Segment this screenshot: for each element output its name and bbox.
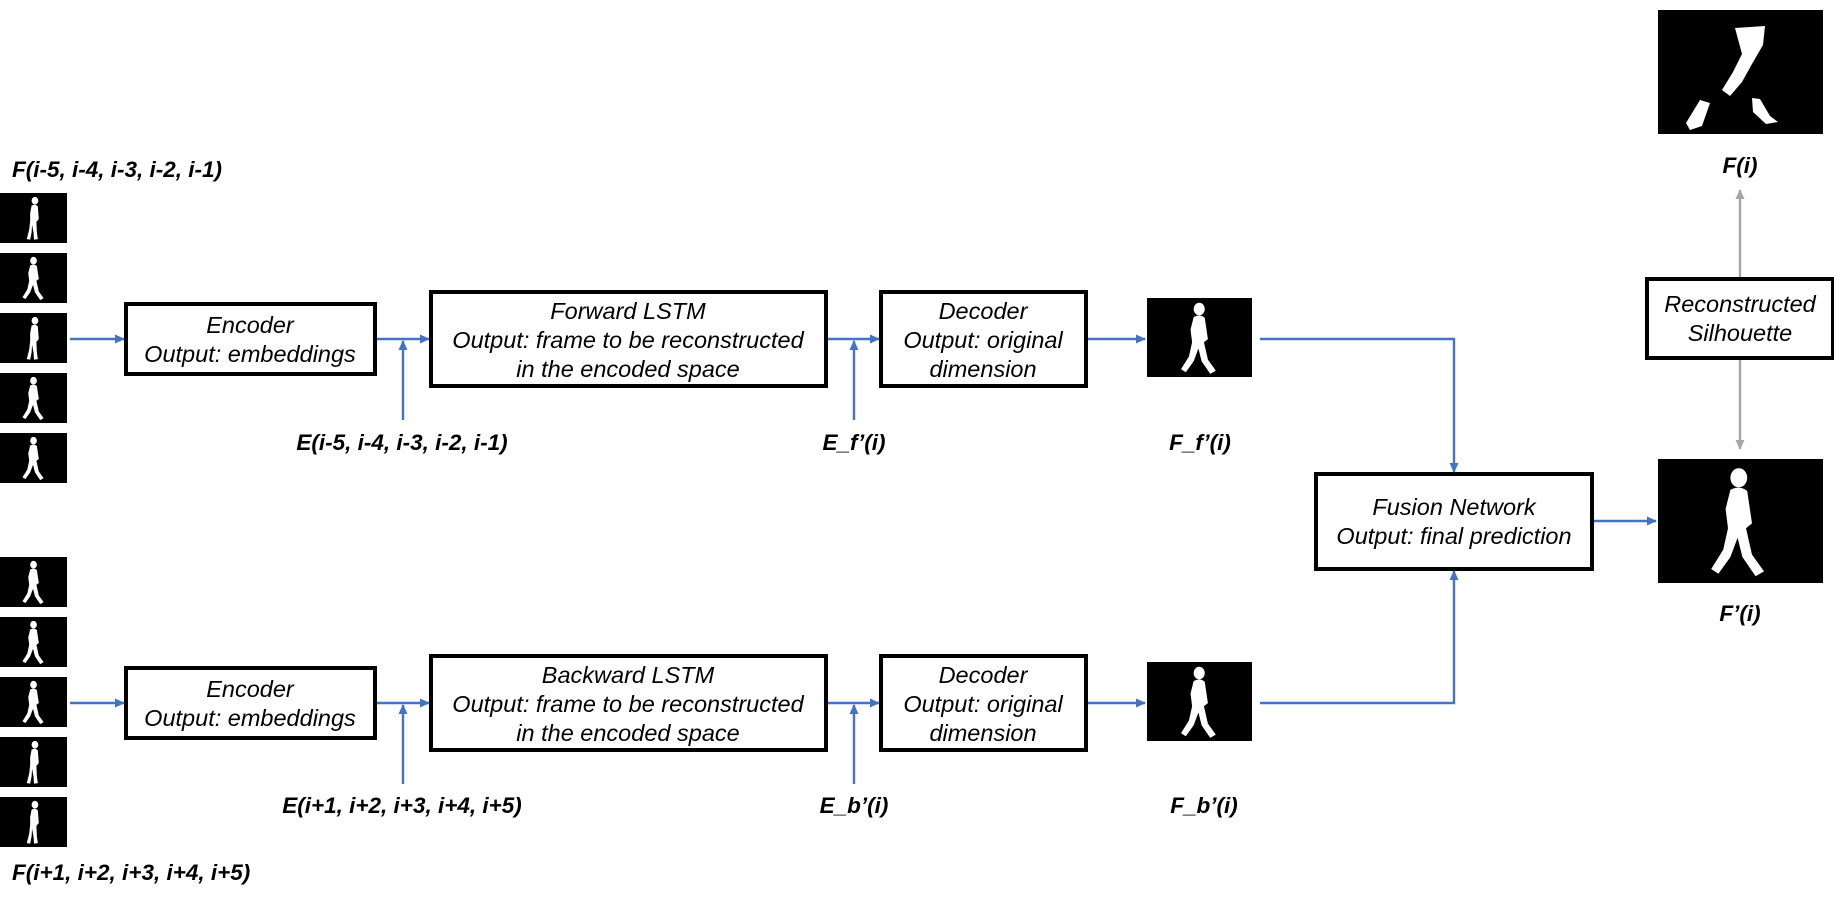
input-frame — [0, 617, 67, 667]
ground-truth-frame — [1658, 10, 1823, 134]
backward-lstm-box — [429, 654, 828, 752]
input-frame — [0, 313, 67, 363]
forward-reconstructed-frame — [1147, 298, 1252, 377]
forward-lstm-output: Output: frame to be reconstructed — [452, 327, 804, 353]
forward-encoder-title: Encoder — [206, 312, 295, 338]
forward-decoder-box — [879, 290, 1088, 388]
backward-decoder-box — [879, 654, 1088, 752]
reconstructed-silhouette-title: Reconstructed — [1664, 291, 1816, 317]
forward-lstm-box — [429, 290, 828, 388]
reconstructed-silhouette-title-cont: Silhouette — [1688, 320, 1793, 346]
prediction-label: F’(i) — [1719, 601, 1760, 626]
input-frame — [0, 557, 67, 607]
input-frame — [0, 737, 67, 787]
forward-decoder-title: Decoder — [939, 298, 1029, 324]
forward-decoder-output-cont: dimension — [929, 356, 1036, 382]
backward-decoder-output-cont: dimension — [929, 720, 1036, 746]
previous-embeddings-label: E(i-5, i-4, i-3, i-2, i-1) — [296, 430, 507, 455]
backward-decoder-title: Decoder — [939, 662, 1029, 688]
arrow-forward-frame-to-fusion — [1260, 337, 1459, 473]
arrow-backward-frame-to-fusion — [1260, 570, 1459, 705]
reconstructed-silhouette-box — [1645, 277, 1834, 360]
next-embeddings-label: E(i+1, i+2, i+3, i+4, i+5) — [282, 793, 522, 818]
backward-encoder-title: Encoder — [206, 676, 295, 702]
fusion-network-box — [1314, 472, 1594, 571]
fusion-network-title: Fusion Network — [1372, 494, 1536, 520]
input-frame — [0, 373, 67, 423]
forward-decoder-output: Output: original — [903, 327, 1063, 353]
backward-frame-label: F_b’(i) — [1170, 793, 1238, 818]
predicted-frame — [1658, 459, 1823, 583]
forward-lstm-output-cont: in the encoded space — [516, 356, 739, 382]
forward-lstm-title: Forward LSTM — [550, 298, 706, 324]
forward-embedding-label: E_f’(i) — [823, 430, 886, 455]
input-frame — [0, 193, 67, 243]
next-frames-stack — [0, 557, 67, 847]
input-frame — [0, 677, 67, 727]
partial-silhouette — [1686, 26, 1778, 130]
backward-lstm-output: Output: frame to be reconstructed — [452, 691, 804, 717]
backward-decoder-output: Output: original — [903, 691, 1063, 717]
next-frames-label: F(i+1, i+2, i+3, i+4, i+5) — [12, 860, 250, 885]
backward-encoder-output: Output: embeddings — [144, 705, 356, 731]
previous-frames-label: F(i-5, i-4, i-3, i-2, i-1) — [12, 157, 222, 182]
previous-frames-stack — [0, 193, 67, 483]
backward-lstm-output-cont: in the encoded space — [516, 720, 739, 746]
forward-encoder-box — [124, 302, 377, 376]
input-frame — [0, 253, 67, 303]
ground-truth-label: F(i) — [1723, 153, 1758, 178]
input-frame — [0, 433, 67, 483]
backward-embedding-label: E_b’(i) — [820, 793, 889, 818]
backward-encoder-box — [124, 666, 377, 740]
forward-frame-label: F_f’(i) — [1169, 430, 1231, 455]
fusion-network-output: Output: final prediction — [1336, 523, 1571, 549]
backward-reconstructed-frame — [1147, 662, 1252, 741]
input-frame — [0, 797, 67, 847]
backward-lstm-title: Backward LSTM — [542, 662, 715, 688]
forward-encoder-output: Output: embeddings — [144, 341, 356, 367]
